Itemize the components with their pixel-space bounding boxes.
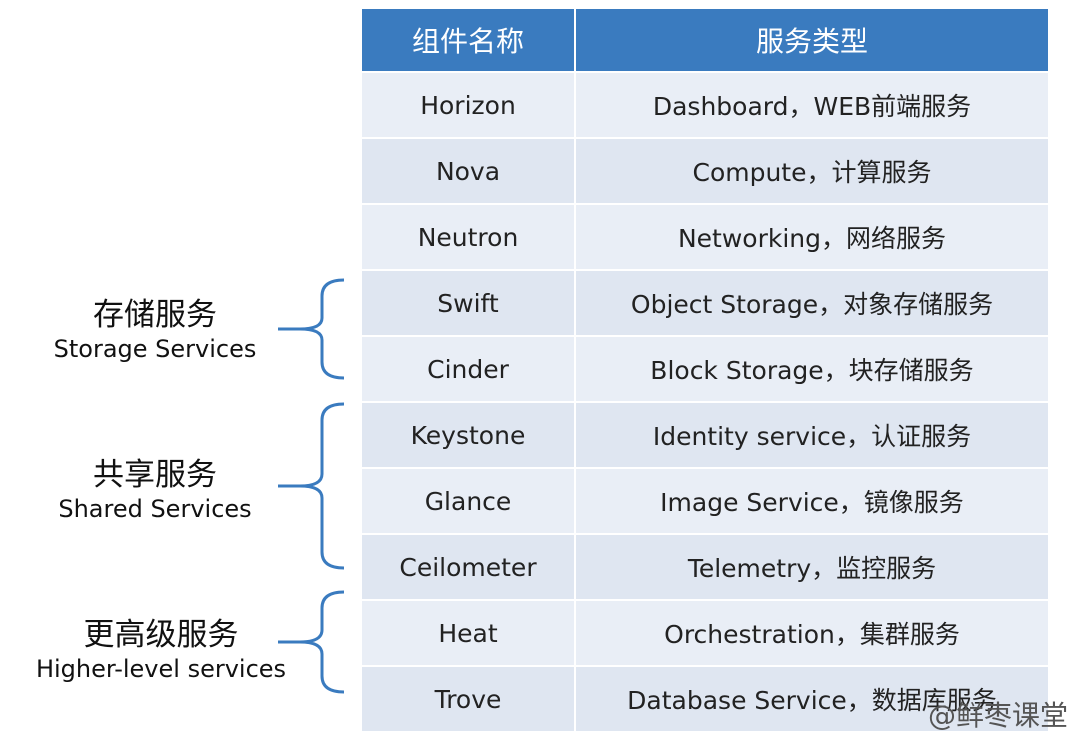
table-row: Horizon Dashboard，WEB前端服务 [362,71,1048,137]
table-row: Nova Compute，计算服务 [362,137,1048,203]
component-cell: Glance [362,469,576,533]
table-row: Keystone Identity service，认证服务 [362,401,1048,467]
table-row: Heat Orchestration，集群服务 [362,599,1048,665]
component-cell: Cinder [362,337,576,401]
service-cell: Orchestration，集群服务 [576,601,1048,665]
brace-storage [278,278,345,380]
group-title-en: Shared Services [58,495,252,523]
table-row: Trove Database Service，数据库服务 [362,665,1048,731]
component-cell: Horizon [362,73,576,137]
group-title-zh: 共享服务 [93,457,217,493]
group-title-en: Higher-level services [35,655,287,683]
service-cell: Dashboard，WEB前端服务 [576,73,1048,137]
component-cell: Ceilometer [362,535,576,599]
watermark: @鲜枣课堂 [927,699,1068,732]
brace-higher-level [278,590,345,694]
table-row: Swift Object Storage，对象存储服务 [362,269,1048,335]
header-component-name: 组件名称 [362,9,576,71]
component-cell: Keystone [362,403,576,467]
component-cell: Trove [362,667,576,731]
service-cell: Block Storage，块存储服务 [576,337,1048,401]
table-row: Ceilometer Telemetry，监控服务 [362,533,1048,599]
table-body: Horizon Dashboard，WEB前端服务 Nova Compute，计… [362,71,1048,731]
table-row: Cinder Block Storage，块存储服务 [362,335,1048,401]
component-cell: Heat [362,601,576,665]
service-cell: Telemetry，监控服务 [576,535,1048,599]
group-label-storage: 存储服务 Storage Services [30,296,280,364]
service-cell: Networking，网络服务 [576,205,1048,269]
group-label-higher-level: 更高级服务 Higher-level services [20,616,302,684]
service-cell: Object Storage，对象存储服务 [576,271,1048,335]
group-title-zh: 存储服务 [93,297,217,333]
brace-shared [278,402,345,570]
table-row: Glance Image Service，镜像服务 [362,467,1048,533]
group-title-en: Storage Services [53,335,257,363]
component-cell: Nova [362,139,576,203]
services-table: 组件名称 服务类型 Horizon Dashboard，WEB前端服务 Nova… [362,9,1048,731]
table-header-row: 组件名称 服务类型 [362,9,1048,71]
group-label-shared: 共享服务 Shared Services [30,456,280,524]
component-cell: Swift [362,271,576,335]
table-row: Neutron Networking，网络服务 [362,203,1048,269]
group-title-zh: 更高级服务 [83,617,239,653]
service-cell: Compute，计算服务 [576,139,1048,203]
service-cell: Database Service，数据库服务 [576,667,1048,731]
component-cell: Neutron [362,205,576,269]
service-cell: Identity service，认证服务 [576,403,1048,467]
service-cell: Image Service，镜像服务 [576,469,1048,533]
header-service-type: 服务类型 [576,9,1048,71]
